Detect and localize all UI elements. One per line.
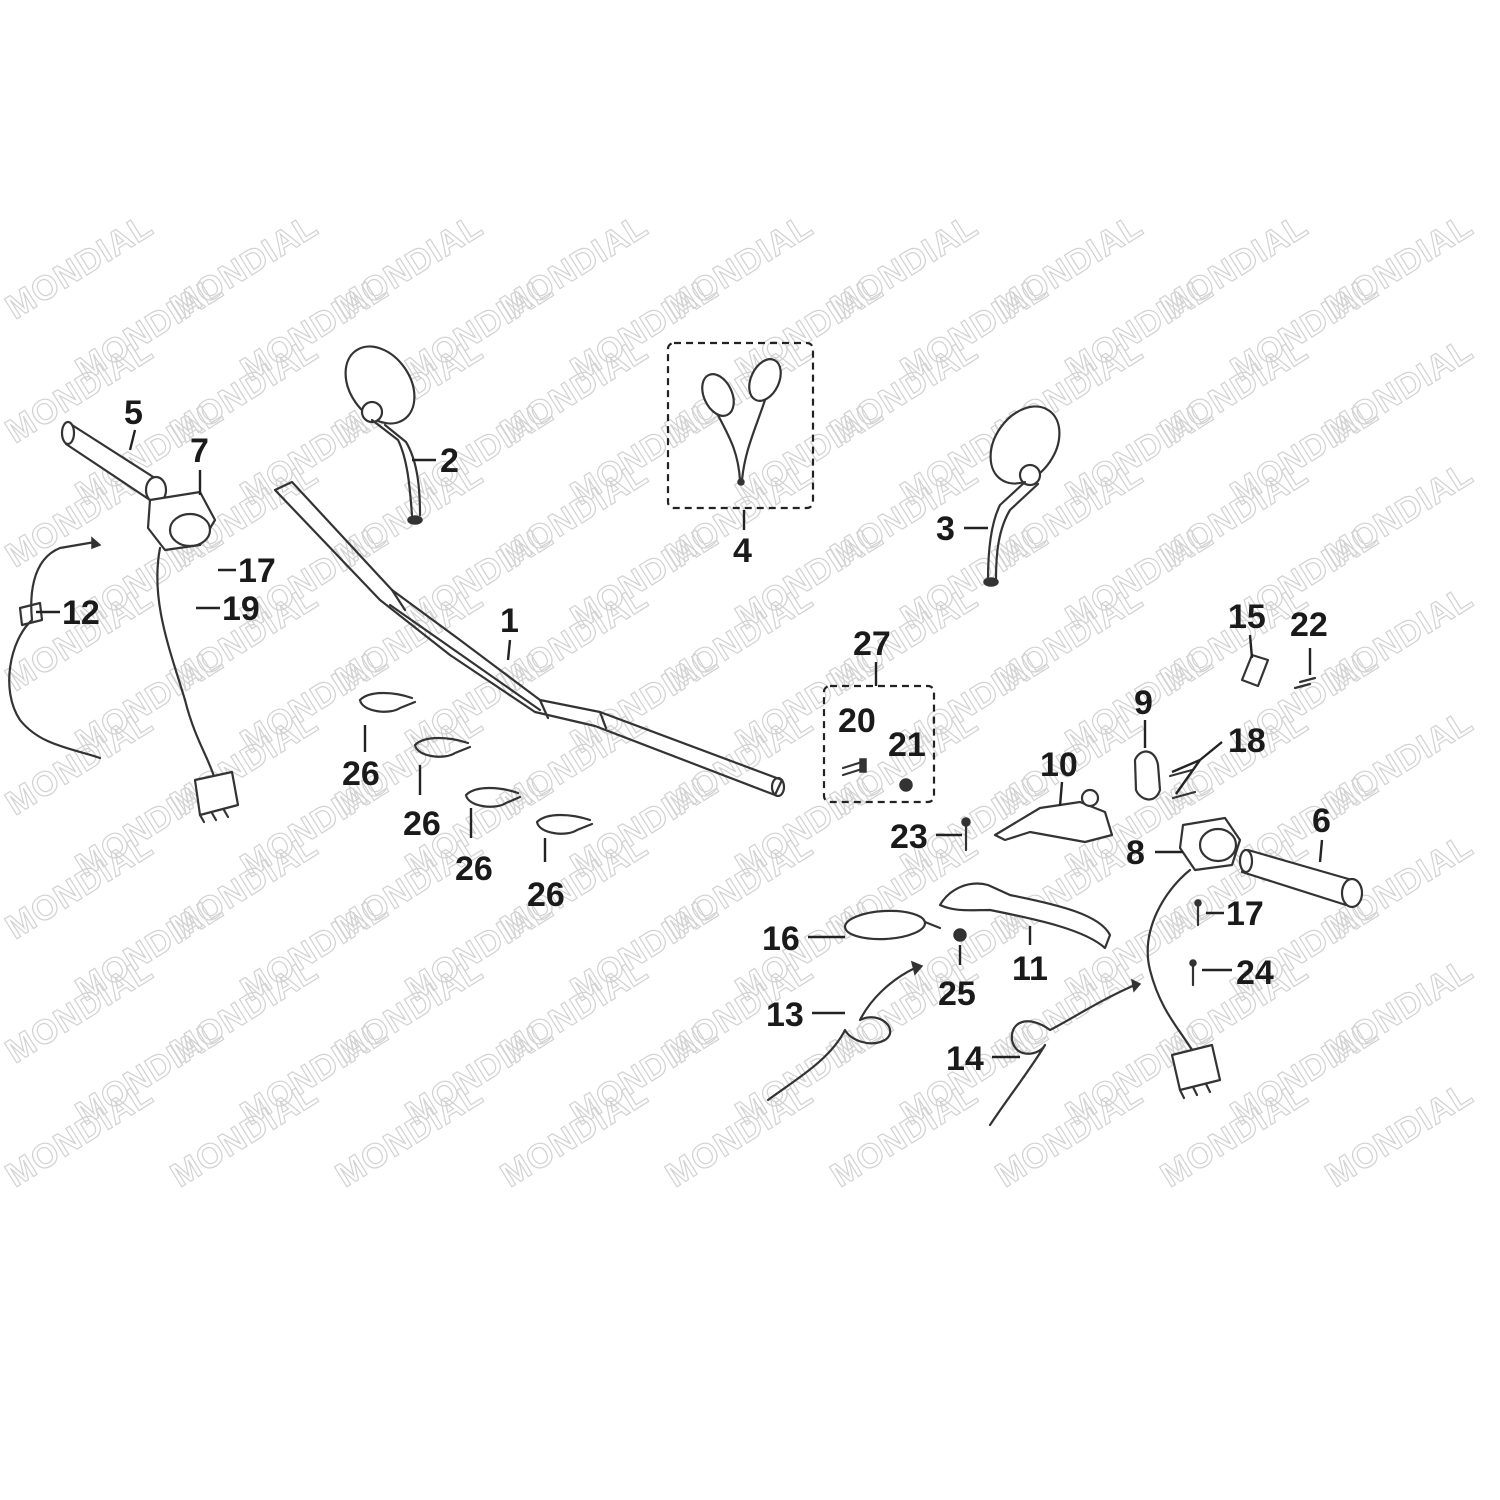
callout-17b: 17 <box>1226 895 1264 933</box>
mirror-set-box <box>666 341 815 510</box>
callout-6: 6 <box>1312 802 1331 840</box>
callout-22: 22 <box>1290 606 1328 644</box>
left-switch-housing <box>146 490 240 824</box>
callout-4: 4 <box>733 532 752 570</box>
callout-9: 9 <box>1134 684 1153 722</box>
watermark-text: MONDIAL <box>164 1075 325 1195</box>
handlebar <box>273 480 786 798</box>
callout-12: 12 <box>62 594 100 632</box>
callout-1: 1 <box>500 602 519 640</box>
callout-18: 18 <box>1228 722 1266 760</box>
callout-8: 8 <box>1126 834 1145 872</box>
callout-15: 15 <box>1228 598 1266 636</box>
leader-lines <box>36 429 1324 1059</box>
callout-2: 2 <box>440 442 459 480</box>
watermark-text: MONDIAL <box>659 1075 820 1195</box>
watermark-text: MONDIAL <box>824 1075 985 1195</box>
callout-24: 24 <box>1236 954 1274 992</box>
callout-19: 19 <box>222 590 260 628</box>
callout-26b: 26 <box>403 805 441 843</box>
cables <box>766 960 1142 1127</box>
watermark-text: MONDIAL <box>1154 1075 1315 1195</box>
callout-26a: 26 <box>342 755 380 793</box>
callout-25: 25 <box>938 975 976 1013</box>
watermark-text: MONDIAL <box>329 1075 490 1195</box>
callout-26d: 26 <box>527 876 565 914</box>
watermark-text: MONDIAL <box>0 207 160 327</box>
callout-27: 27 <box>853 625 891 663</box>
callout-10: 10 <box>1040 746 1078 784</box>
callout-26c: 26 <box>455 850 493 888</box>
callout-3: 3 <box>936 510 955 548</box>
callout-14: 14 <box>946 1040 984 1078</box>
callout-16: 16 <box>762 920 800 958</box>
callout-7: 7 <box>190 432 209 470</box>
left-mirror <box>344 345 423 525</box>
callout-11: 11 <box>1012 950 1048 988</box>
watermark-text: MONDIAL <box>494 1075 655 1195</box>
callout-17a: 17 <box>238 552 276 590</box>
bolt-set-box <box>822 684 936 804</box>
clamps <box>358 691 594 835</box>
callout-23: 23 <box>890 818 928 856</box>
throttle-cable <box>8 536 102 760</box>
callout-5: 5 <box>124 394 143 432</box>
callout-13: 13 <box>766 996 804 1034</box>
right-controls <box>843 653 1364 1100</box>
callout-21: 21 <box>888 726 926 764</box>
callouts: 1 2 3 4 5 6 7 8 9 10 11 12 13 14 15 16 1… <box>62 394 1331 1078</box>
right-mirror <box>983 405 1061 587</box>
watermark-text: MONDIAL <box>1319 1075 1480 1195</box>
callout-20: 20 <box>838 702 876 740</box>
